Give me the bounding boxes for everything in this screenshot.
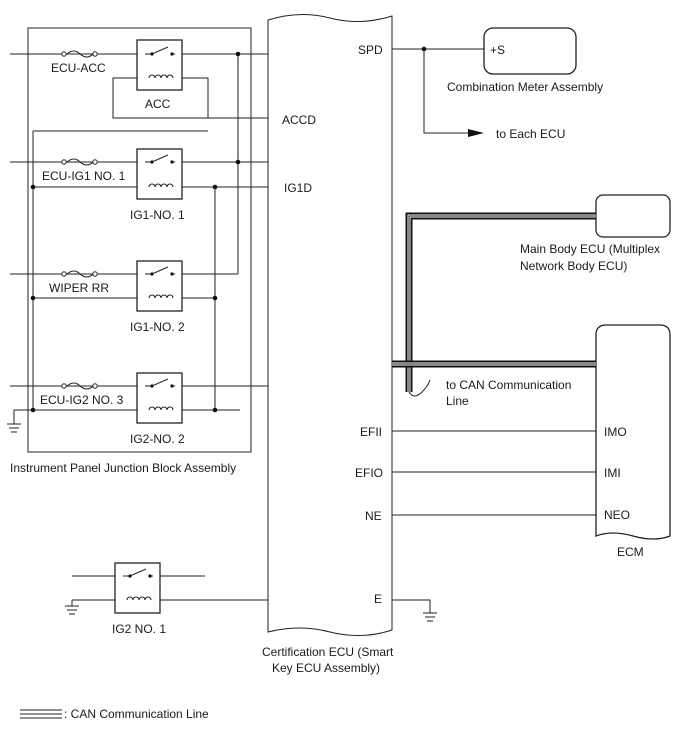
label-ig1d: IG1D — [284, 181, 312, 195]
combination-meter-box — [483, 27, 577, 75]
label-legend: : CAN Communication Line — [64, 707, 209, 721]
label-accd: ACCD — [282, 113, 316, 127]
main-body-ecu-box — [595, 194, 671, 238]
label-ig2-no1: IG2 NO. 1 — [112, 622, 166, 636]
relay-acc — [136, 39, 183, 91]
label-efio: EFIO — [355, 466, 383, 480]
relay-ig2-no2 — [136, 372, 183, 424]
arrow-icon — [468, 129, 484, 137]
label-junction-block: Instrument Panel Junction Block Assembly — [10, 461, 236, 475]
junction-block-outline — [27, 27, 252, 453]
label-main-body-ecu-2: Network Body ECU) — [520, 259, 627, 273]
ground-symbol — [7, 410, 21, 433]
certification-ecu-outline — [267, 14, 393, 636]
relay-ig1-no2 — [136, 260, 183, 312]
junction-dot — [235, 51, 241, 57]
fuse-ecu-acc — [61, 50, 98, 58]
e-ground-line — [392, 599, 431, 613]
label-e: E — [374, 592, 382, 606]
label-wiper: WIPER RR — [49, 281, 109, 295]
label-ig2-no2: IG2-NO. 2 — [130, 432, 185, 446]
label-ecm: ECM — [617, 545, 644, 559]
junction-dot — [30, 407, 36, 413]
label-combination-meter: Combination Meter Assembly — [447, 80, 603, 94]
label-to-each-ecu: to Each ECU — [496, 127, 565, 141]
label-efii: EFII — [360, 425, 382, 439]
label-ecu-acc: ECU-ACC — [51, 61, 106, 75]
label-neo: NEO — [604, 508, 630, 522]
relay-ig1-no1 — [136, 148, 183, 200]
label-ecu-ig2: ECU-IG2 NO. 3 — [40, 393, 124, 407]
junction-dot — [235, 159, 241, 165]
label-ig1-no1: IG1-NO. 1 — [130, 208, 185, 222]
ground-symbol — [65, 600, 79, 615]
label-certification-ecu-2: Key ECU Assembly) — [272, 661, 380, 675]
label-to-can-1: to CAN Communication — [446, 378, 571, 392]
label-acc: ACC — [145, 97, 171, 111]
label-imo: IMO — [604, 425, 627, 439]
can-bus — [392, 212, 596, 397]
junction-dot — [212, 407, 218, 413]
fuse-wiper — [61, 270, 98, 278]
fuse-ecu-ig2 — [61, 382, 98, 390]
label-certification-ecu-1: Certification ECU (Smart — [262, 645, 394, 659]
can-legend-symbol — [20, 709, 62, 719]
fuse-ecu-ig1 — [61, 158, 98, 166]
label-to-can-2: Line — [446, 394, 469, 408]
junction-dot — [30, 184, 36, 190]
junction-dot — [212, 295, 218, 301]
relay-ig2-no1 — [114, 562, 161, 614]
ground-symbol — [423, 612, 437, 622]
to-each-ecu-line — [423, 49, 470, 134]
label-spd: SPD — [358, 43, 383, 57]
junction-dot — [30, 295, 36, 301]
acc-coil-loop — [112, 77, 209, 119]
label-plus-s: +S — [490, 43, 505, 57]
label-ig1-no2: IG1-NO. 2 — [130, 320, 185, 334]
label-ne: NE — [365, 509, 382, 523]
label-imi: IMI — [604, 466, 621, 480]
ecm-box — [595, 324, 671, 540]
label-main-body-ecu-1: Main Body ECU (Multiplex — [520, 242, 660, 256]
label-ecu-ig1: ECU-IG1 NO. 1 — [42, 169, 126, 183]
